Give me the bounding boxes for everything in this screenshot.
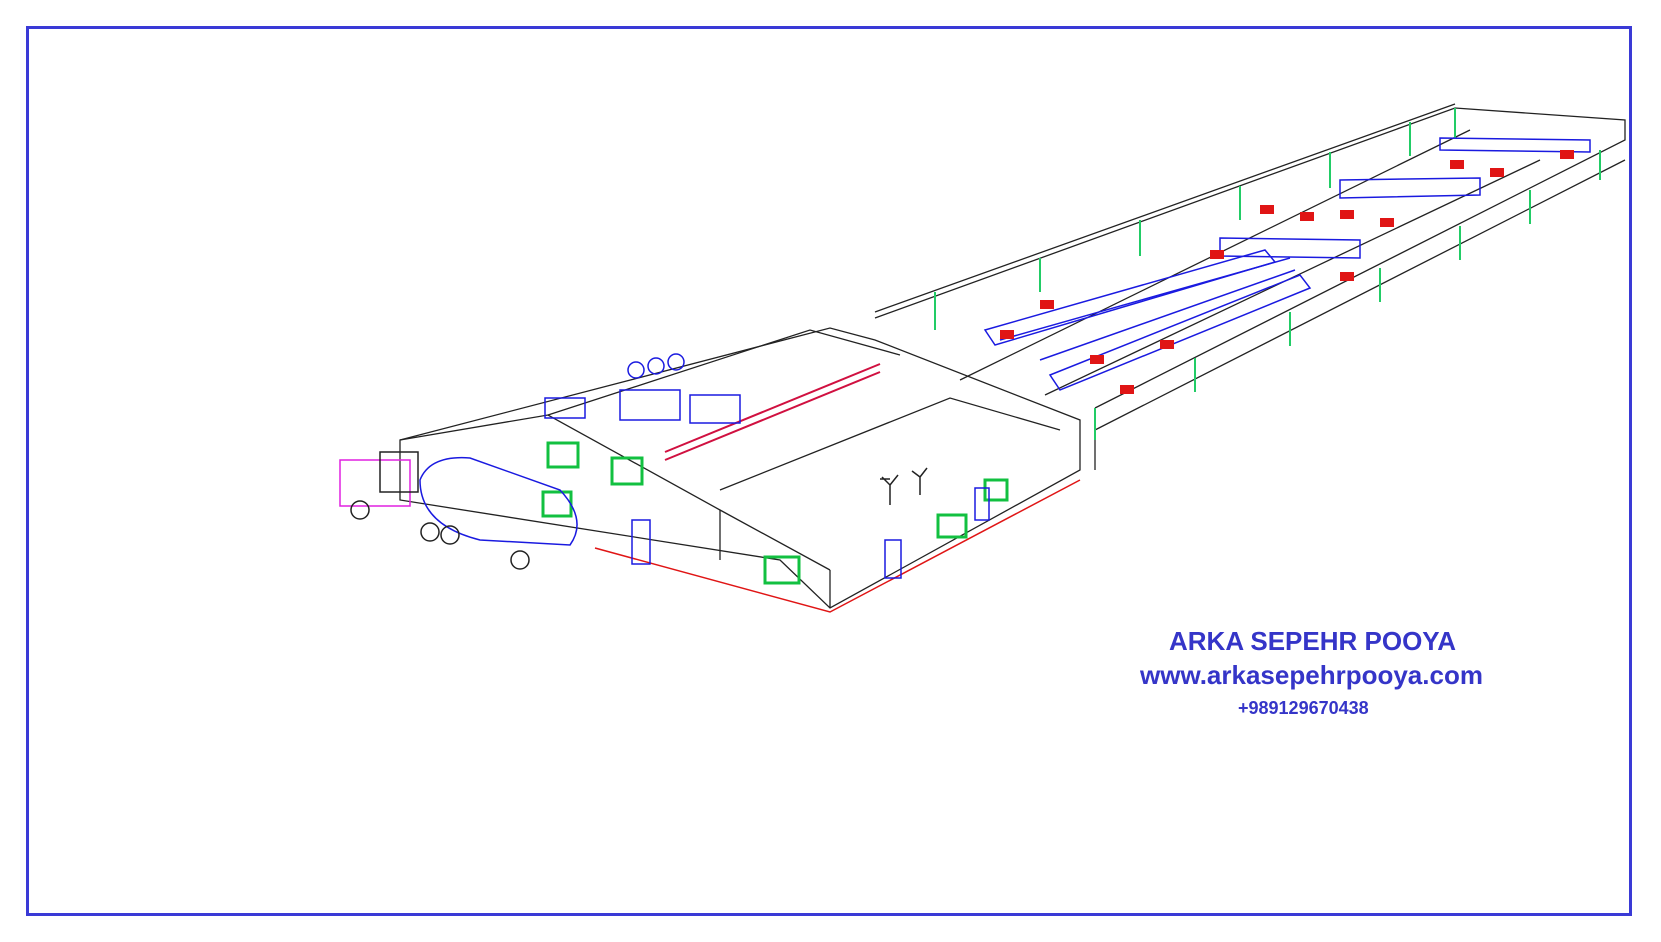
building-base-line [594,479,1081,613]
barn-posts [934,108,1601,440]
page-border [26,26,1632,916]
cattle [1000,150,1574,394]
feeding-equipment [983,137,1591,391]
company-name: ARKA SEPEHR POOYA [1169,626,1457,656]
milking-building [399,327,1081,609]
holding-pen-rail [664,363,881,461]
company-website[interactable]: www.arkasepehrpooya.com [1140,660,1483,690]
company-phone: +989129670438 [1238,698,1369,718]
building-windows [541,441,1009,585]
trees [880,467,928,505]
barn-roof-outline [874,103,1626,470]
tanker-truck [339,451,578,570]
milking-machinery [544,353,741,424]
building-doors [631,487,990,579]
